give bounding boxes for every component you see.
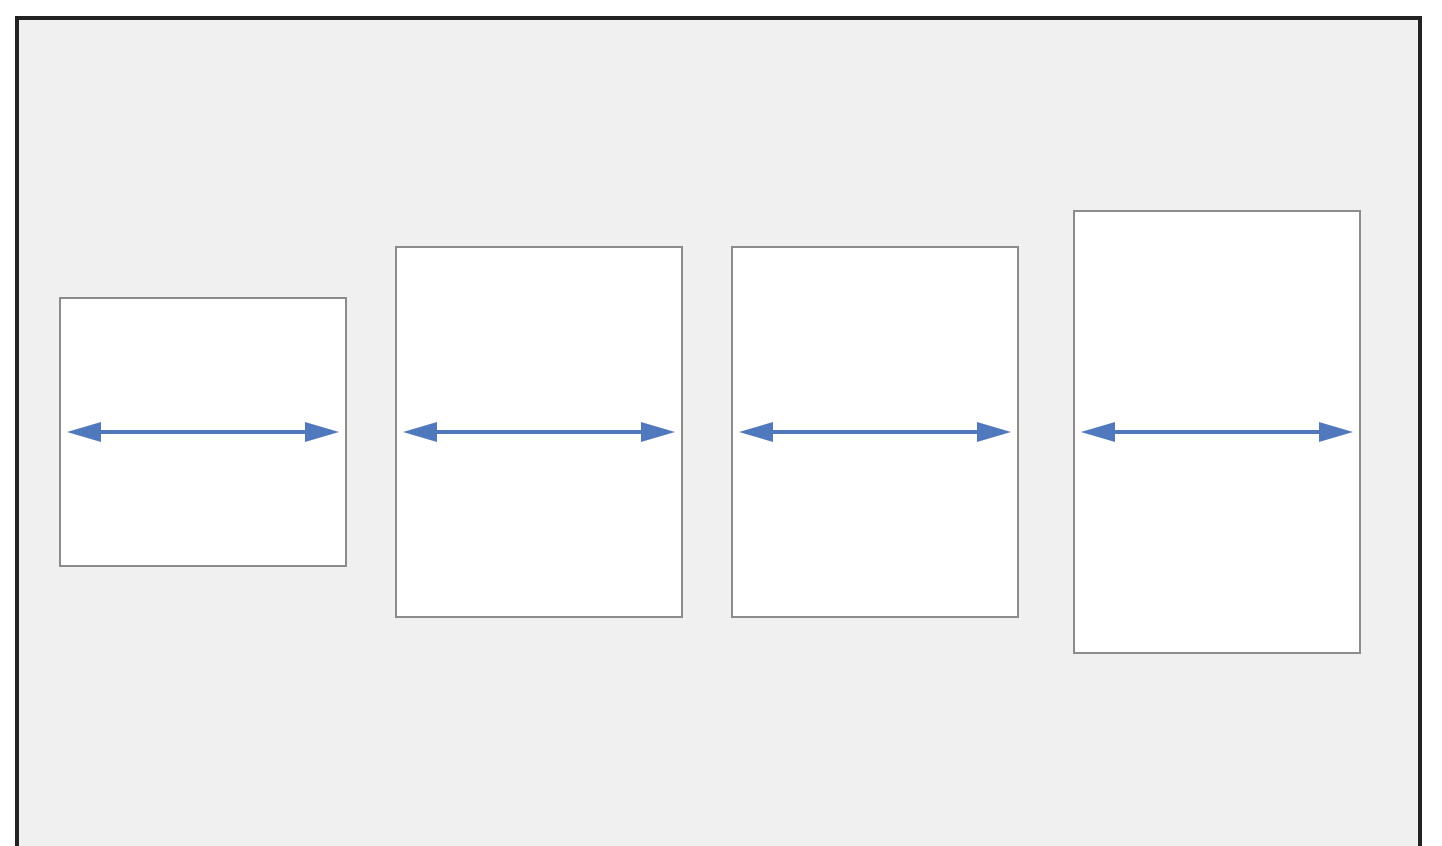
double-arrow-icon — [739, 422, 1011, 442]
double-arrow-icon — [403, 422, 675, 442]
panel-1 — [59, 297, 347, 567]
arrow-head-right — [641, 422, 675, 442]
arrow-head-right — [977, 422, 1011, 442]
panel-2 — [395, 246, 683, 618]
double-arrow-icon — [67, 422, 339, 442]
arrow-head-left — [1081, 422, 1115, 442]
panel-3 — [731, 246, 1019, 618]
arrow-head-left — [403, 422, 437, 442]
arrow-head-right — [1319, 422, 1353, 442]
panel-4 — [1073, 210, 1361, 654]
arrow-head-left — [739, 422, 773, 442]
arrow-head-right — [305, 422, 339, 442]
double-arrow-icon — [1081, 422, 1353, 442]
arrow-head-left — [67, 422, 101, 442]
